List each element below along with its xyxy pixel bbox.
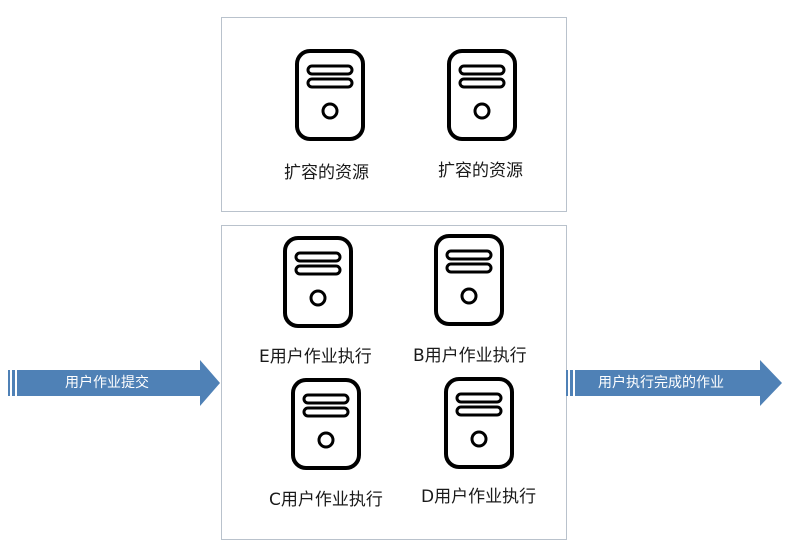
job-submit-label: 用户作业提交 <box>65 375 149 391</box>
server-icon <box>446 48 518 142</box>
server-label: B用户作业执行 <box>413 346 527 366</box>
server-label: D用户作业执行 <box>421 487 537 507</box>
user-job-servers-panel: E用户作业执行 B用户作业执行 C用户作业执行 D用户作业执行 <box>221 225 567 540</box>
job-submit-arrow <box>8 360 220 406</box>
server-icon <box>443 376 515 470</box>
server-icon <box>290 377 362 471</box>
server-label: 扩容的资源 <box>284 163 369 183</box>
server-label: C用户作业执行 <box>269 490 383 510</box>
server-icon <box>433 233 505 327</box>
expanded-resources-panel: 扩容的资源 扩容的资源 <box>221 17 567 212</box>
server-label: E用户作业执行 <box>259 347 372 367</box>
job-completed-arrow <box>566 360 782 406</box>
server-icon <box>282 235 354 329</box>
job-completed-label: 用户执行完成的作业 <box>598 375 724 391</box>
server-icon <box>294 48 366 142</box>
server-label: 扩容的资源 <box>438 161 523 181</box>
